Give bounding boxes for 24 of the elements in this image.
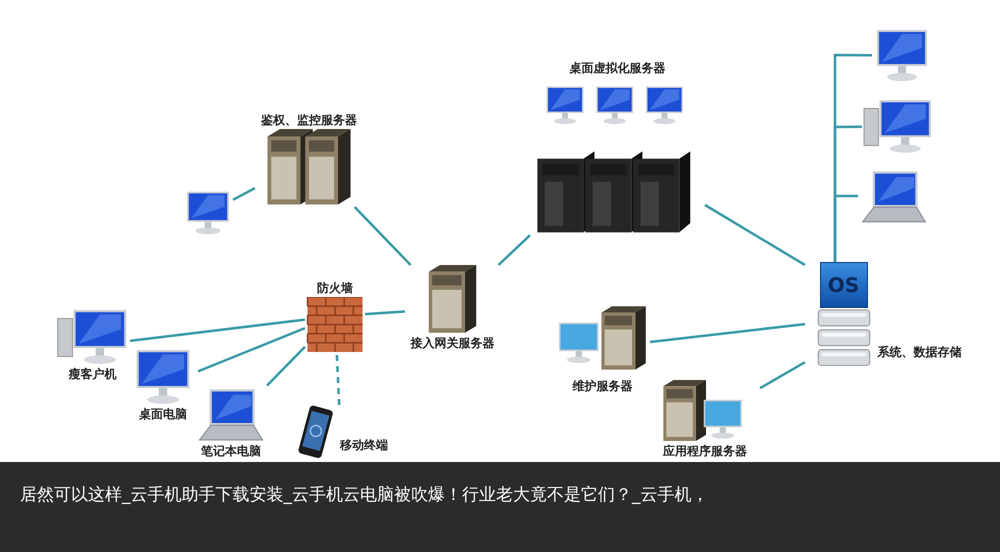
caption-text: 居然可以这样_云手机助手下载安装_云手机云电脑被吹爆！行业老大竟不是它们？_云手机， <box>20 485 708 505</box>
device-label: 系统、数据存储 <box>878 344 962 361</box>
network-line <box>834 194 858 262</box>
network-line <box>650 322 806 344</box>
device-label: 维护服务器 <box>572 378 632 395</box>
device-label: 接入网关服务器 <box>410 335 494 352</box>
network-line <box>130 318 306 342</box>
device-label: 桌面电脑 <box>139 406 187 423</box>
network-line <box>232 187 256 201</box>
network-line <box>498 234 531 266</box>
network-line <box>198 326 306 373</box>
device-label: 瘦客户机 <box>68 366 116 383</box>
device-label: 桌面虚拟化服务器 <box>570 60 666 77</box>
network-line <box>759 361 806 390</box>
device-label: 应用程序服务器 <box>663 443 747 460</box>
network-line <box>266 346 306 386</box>
network-line <box>354 206 412 266</box>
device-label: 鉴权、监控服务器 <box>261 112 357 129</box>
network-line <box>704 204 806 266</box>
network-line <box>364 310 406 316</box>
device-label: 防火墙 <box>317 280 353 297</box>
os-tile: OS <box>820 262 868 308</box>
device-label: 笔记本电脑 <box>201 443 261 460</box>
device-label: 移动终端 <box>340 437 388 454</box>
